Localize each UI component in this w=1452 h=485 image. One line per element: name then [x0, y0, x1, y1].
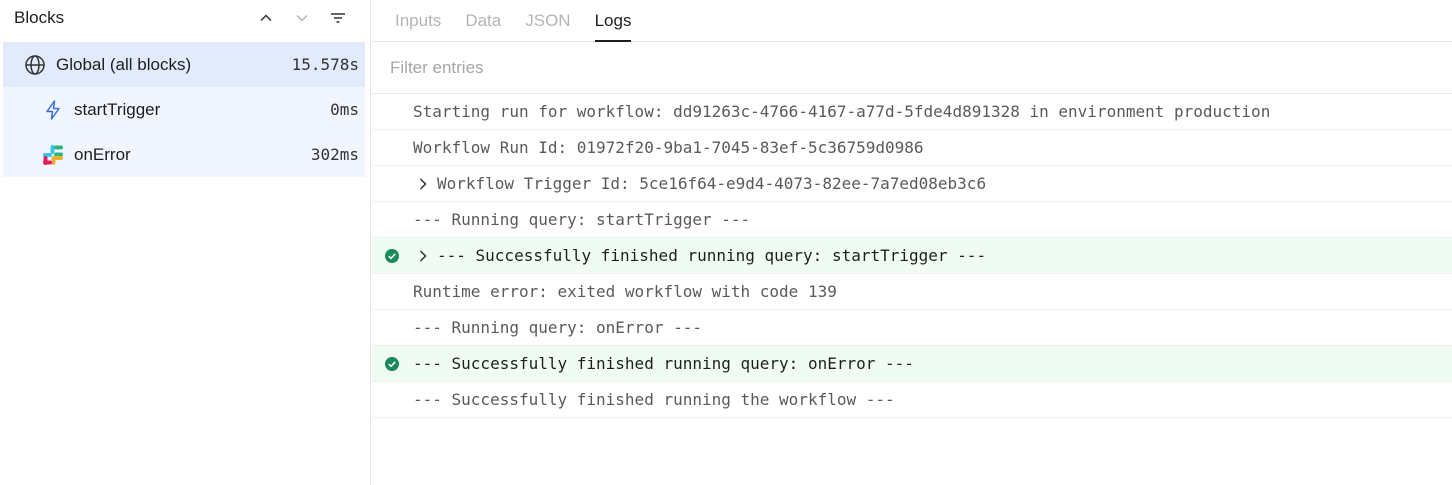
log-entry: Workflow Run Id: 01972f20-9ba1-7045-83ef… [372, 130, 1452, 166]
chevron-up-icon [260, 14, 272, 22]
tab-logs[interactable]: Logs [594, 0, 631, 42]
log-message: --- Successfully finished running query:… [413, 354, 914, 373]
block-label: onError [74, 144, 131, 164]
filter-entries-input[interactable] [390, 57, 990, 78]
slack-icon [42, 144, 64, 166]
success-check-icon [385, 357, 399, 371]
filter-sort-button[interactable] [320, 0, 356, 36]
log-message: --- Running query: onError --- [413, 318, 702, 337]
chevron-right-icon[interactable] [416, 177, 430, 191]
log-entry-expandable[interactable]: Workflow Trigger Id: 5ce16f64-e9d4-4073-… [372, 166, 1452, 202]
block-list: Global (all blocks) 15.578s startTrigger… [3, 42, 365, 177]
block-duration: 15.578s [291, 55, 359, 74]
log-entry: --- Successfully finished running query:… [372, 346, 1452, 382]
sidebar-header: Blocks [0, 0, 370, 36]
lightning-icon [42, 99, 64, 121]
log-message: Starting run for workflow: dd91263c-4766… [413, 102, 1271, 121]
block-item-starttrigger[interactable]: startTrigger 0ms [3, 87, 365, 132]
log-entry: --- Running query: onError --- [372, 310, 1452, 346]
tab-inputs[interactable]: Inputs [395, 10, 442, 30]
block-duration: 0ms [330, 100, 359, 119]
filter-bar [372, 42, 1452, 94]
chevron-down-icon [296, 14, 308, 22]
tab-bar: Inputs Data JSON Logs [372, 0, 1452, 42]
block-item-onerror[interactable]: onError 302ms [3, 132, 365, 177]
log-list: Starting run for workflow: dd91263c-4766… [372, 94, 1452, 418]
block-item-global[interactable]: Global (all blocks) 15.578s [3, 42, 365, 87]
filter-lines-icon [331, 13, 345, 23]
block-duration: 302ms [310, 145, 359, 164]
log-message: --- Running query: startTrigger --- [413, 210, 751, 229]
log-message: Workflow Trigger Id: 5ce16f64-e9d4-4073-… [437, 174, 987, 193]
success-check-icon [385, 249, 399, 263]
log-message: --- Successfully finished running query:… [437, 246, 987, 265]
tab-data[interactable]: Data [465, 10, 502, 30]
log-entry: Runtime error: exited workflow with code… [372, 274, 1452, 310]
sidebar-title: Blocks [14, 8, 65, 27]
expand-down-button[interactable] [284, 0, 320, 36]
globe-icon [24, 54, 46, 76]
blocks-sidebar: Blocks Global (all blocks) 15.578s start… [0, 0, 371, 485]
block-label: Global (all blocks) [56, 54, 192, 74]
detail-panel: Inputs Data JSON Logs Starting run for w… [372, 0, 1452, 485]
collapse-up-button[interactable] [248, 0, 284, 36]
log-message: --- Successfully finished running the wo… [413, 390, 895, 409]
log-entry-expandable[interactable]: --- Successfully finished running query:… [372, 238, 1452, 274]
log-message: Workflow Run Id: 01972f20-9ba1-7045-83ef… [413, 138, 924, 157]
log-entry: Starting run for workflow: dd91263c-4766… [372, 94, 1452, 130]
chevron-right-icon[interactable] [416, 249, 430, 263]
log-entry: --- Running query: startTrigger --- [372, 202, 1452, 238]
tab-json[interactable]: JSON [525, 10, 571, 30]
log-entry: --- Successfully finished running the wo… [372, 382, 1452, 418]
log-message: Runtime error: exited workflow with code… [413, 282, 837, 301]
block-label: startTrigger [74, 99, 161, 119]
